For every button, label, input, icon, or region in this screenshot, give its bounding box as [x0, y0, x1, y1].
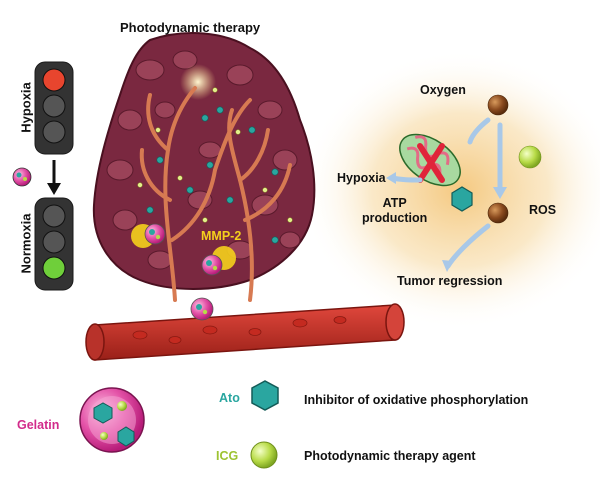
- ato-hexagon-icon: [251, 380, 279, 411]
- traffic-light-hypoxia: [34, 61, 74, 155]
- icg-molecules: [137, 87, 293, 223]
- icg-ball-icon: [250, 441, 278, 469]
- light-source: [180, 64, 216, 100]
- atp-line1: ATP: [382, 196, 407, 210]
- inhibition-x-icon: [417, 143, 445, 183]
- arrow-mito-to-hypoxia: [389, 175, 423, 183]
- hypoxia-label: Hypoxia: [337, 171, 386, 185]
- legend-gelatin-label: Gelatin: [17, 418, 60, 432]
- legend-icg-label: ICG: [216, 449, 239, 463]
- legend-ato-label: Ato: [219, 391, 240, 405]
- icg-molecule-mechanism: [518, 145, 542, 169]
- main-blood-vessel: [85, 303, 405, 361]
- legend-icg-description: Photodynamic therapy agent: [304, 449, 476, 463]
- left-label-normoxia: Normoxia: [18, 213, 34, 274]
- arrow-oxygen-to-mito: [467, 117, 491, 145]
- gelatin-nanoparticles: [131, 223, 236, 321]
- tumor-regression-label: Tumor regression: [397, 274, 503, 288]
- diagram-title: Photodynamic therapy: [120, 20, 261, 35]
- atp-line2: production: [362, 211, 428, 225]
- blood-vessels: [139, 86, 292, 302]
- left-label-hypoxia: Hypoxia: [18, 82, 34, 133]
- mechanism-glow: [300, 50, 600, 330]
- gelatin-particle-icon: [12, 167, 32, 187]
- ros-label: ROS: [529, 203, 557, 217]
- ato-molecules: [146, 106, 279, 244]
- oxygen-molecule: [487, 94, 509, 116]
- mmp2-label: MMP-2: [201, 229, 242, 243]
- legend-ato-description: Inhibitor of oxidative phosphorylation: [304, 393, 529, 407]
- atp-production-label: ATP production: [362, 196, 427, 226]
- red-light-on: [42, 68, 66, 92]
- ato-molecule-mechanism: [451, 186, 473, 212]
- traffic-light-normoxia: [34, 197, 74, 291]
- green-light-on: [42, 256, 66, 280]
- oxygen-label: Oxygen: [420, 83, 466, 97]
- ros-molecule: [487, 202, 509, 224]
- gelatin-legend-icon: [79, 387, 145, 453]
